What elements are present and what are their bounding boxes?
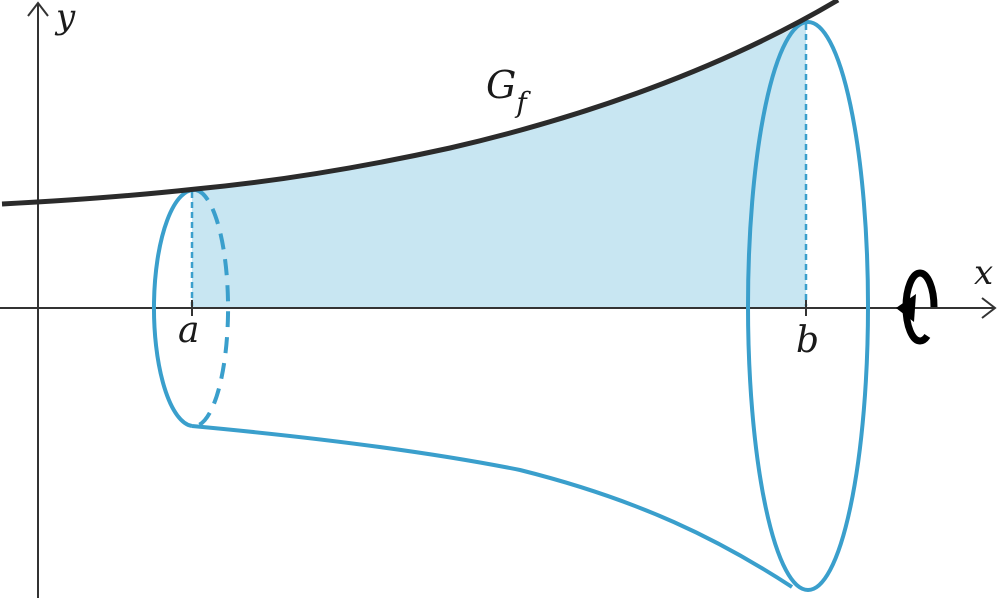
- bound-b-label: b: [796, 320, 819, 361]
- y-axis-arrowhead: [27, 1, 49, 17]
- x-axis-arrowhead: [981, 297, 997, 319]
- right-cap-ellipse: [746, 20, 870, 592]
- graph-label: Gf: [486, 63, 531, 119]
- graph-label-name: G: [486, 63, 516, 107]
- left-cap-front-arc: [151, 187, 197, 428]
- bound-a-label: a: [178, 310, 199, 351]
- left-cap-back-arc: [191, 188, 231, 429]
- graph-label-subscript: f: [514, 86, 531, 119]
- y-axis-label: y: [54, 0, 76, 37]
- x-axis-label: x: [974, 253, 993, 293]
- area-under-curve: [192, 22, 806, 308]
- rotation-arrow-icon: [896, 269, 938, 345]
- solid-lower-profile: [191, 424, 794, 589]
- graph-curve: [1, 0, 840, 207]
